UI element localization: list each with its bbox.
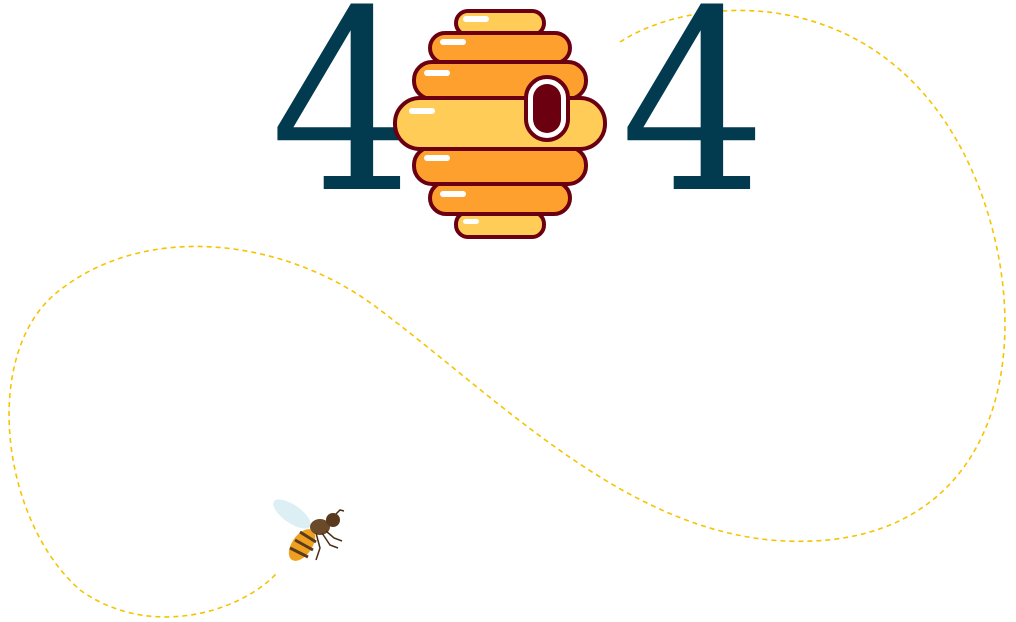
error-digit-left: 4 (270, 0, 417, 248)
error-digit-right: 4 (620, 0, 767, 248)
